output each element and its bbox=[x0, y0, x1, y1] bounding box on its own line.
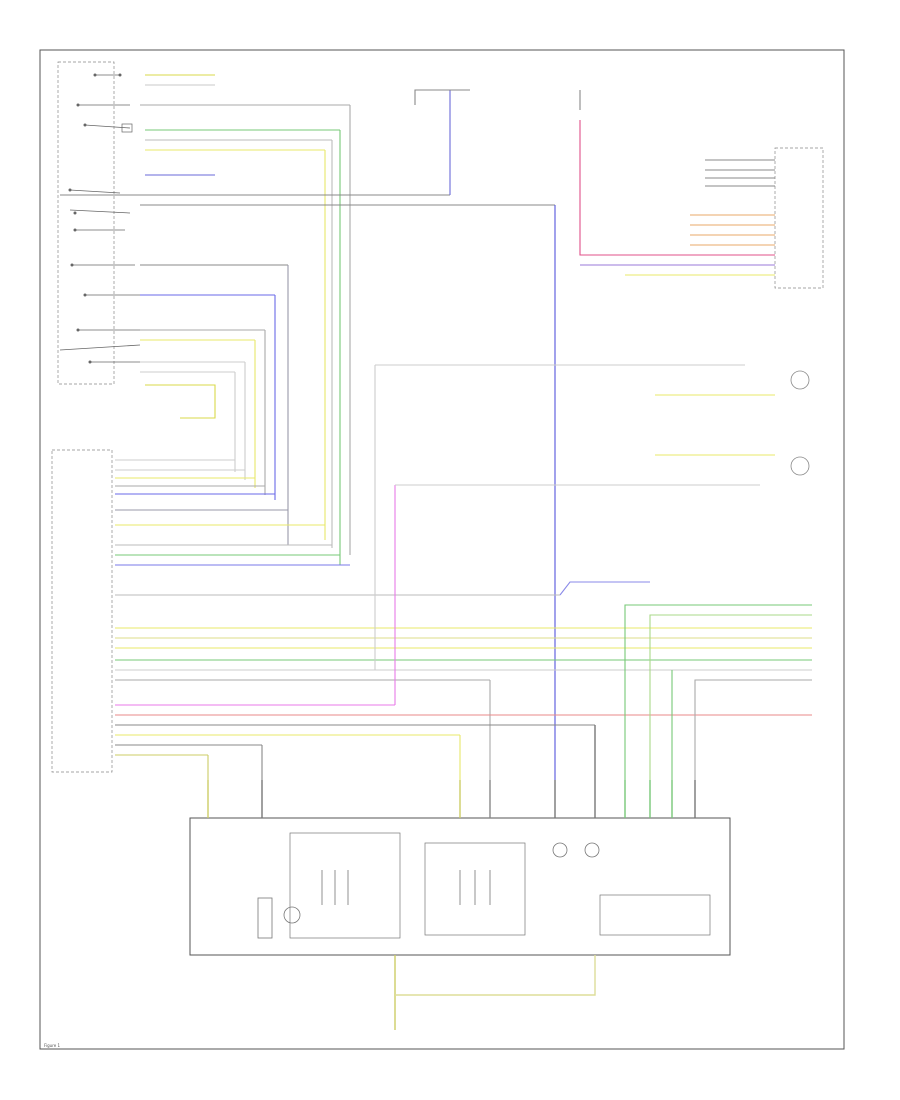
page-code: Figure 1 bbox=[44, 1043, 60, 1048]
control-module-box bbox=[51, 449, 113, 773]
instrument-cluster-group bbox=[189, 817, 731, 956]
connector-pins bbox=[207, 725, 696, 1030]
switch-wires bbox=[60, 74, 556, 780]
lamp-icon bbox=[790, 370, 810, 390]
lamp-icon bbox=[790, 456, 810, 476]
module-wires bbox=[115, 459, 812, 780]
relay-module-box bbox=[774, 147, 824, 289]
power-feed-group bbox=[374, 89, 812, 780]
headlight-switch-group bbox=[57, 61, 141, 385]
diagram-frame bbox=[39, 49, 845, 1050]
